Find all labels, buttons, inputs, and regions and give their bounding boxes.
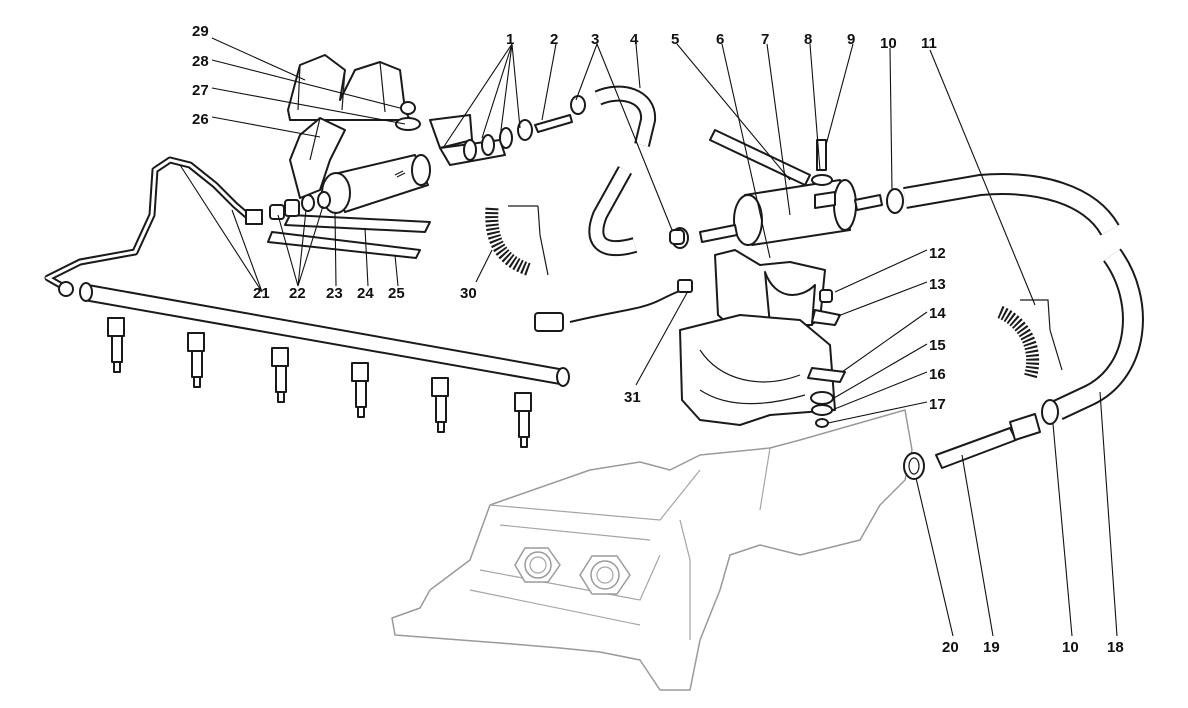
label-16: 16	[929, 366, 946, 383]
label-31: 31	[624, 389, 641, 406]
label-19: 19	[983, 639, 1000, 656]
fuel-pump	[671, 129, 883, 249]
callout-labels: 29 28 27 26 1 2 3 4 5 6 7 8 9 10 11 12 1…	[192, 23, 1124, 656]
label-1: 1	[506, 31, 514, 48]
tank-port-right	[579, 555, 631, 595]
injector-1	[107, 317, 125, 373]
label-20: 20	[942, 639, 959, 656]
clamp-3	[669, 229, 685, 245]
label-14: 14	[929, 305, 946, 322]
label-24: 24	[357, 285, 374, 302]
injector-6	[514, 392, 532, 448]
label-4: 4	[630, 31, 639, 48]
label-27: 27	[192, 82, 209, 99]
label-30: 30	[460, 285, 477, 302]
label-18: 18	[1107, 639, 1124, 656]
fuel-rail	[79, 282, 570, 387]
label-2: 2	[550, 31, 558, 48]
label-7: 7	[761, 31, 769, 48]
fittings-22	[269, 191, 331, 220]
injector-4	[351, 362, 369, 418]
outlet-pipe-19	[935, 413, 1041, 469]
label-29: 29	[192, 23, 209, 40]
fuel-tank	[391, 409, 913, 691]
corrugated-hose-30	[485, 205, 549, 277]
label-26: 26	[192, 111, 209, 128]
filter-bracket-24	[284, 214, 431, 233]
label-23: 23	[326, 285, 343, 302]
label-11: 11	[921, 35, 937, 52]
label-6: 6	[716, 31, 724, 48]
filter-strap-25	[267, 231, 421, 259]
label-8: 8	[804, 31, 812, 48]
label-25: 25	[388, 285, 405, 302]
pump-mount	[679, 249, 846, 428]
leader-lines	[179, 37, 1118, 637]
label-28: 28	[192, 53, 209, 70]
seal-20	[903, 452, 925, 480]
bracket-29	[287, 54, 411, 121]
label-9: 9	[847, 31, 855, 48]
tank-port-left	[514, 547, 561, 583]
injector-3	[271, 347, 289, 403]
fuel-filter	[321, 154, 431, 214]
fuel-hose-18	[886, 173, 1144, 425]
label-15: 15	[929, 337, 946, 354]
label-21: 21	[253, 285, 270, 302]
label-12: 12	[929, 245, 946, 262]
fuel-hose-21	[44, 156, 263, 297]
label-3: 3	[591, 31, 599, 48]
injector-2	[187, 332, 205, 388]
label-13: 13	[929, 276, 946, 293]
fuel-hose-4	[588, 85, 656, 257]
pressure-regulator	[429, 95, 586, 166]
label-17: 17	[929, 396, 946, 413]
label-22: 22	[289, 285, 306, 302]
bracket-26	[289, 117, 346, 199]
wire-harness-31	[534, 279, 693, 332]
injector-5	[431, 377, 449, 433]
washer-27-28	[395, 101, 421, 131]
label-10-top: 10	[880, 35, 897, 52]
label-10-bottom: 10	[1062, 639, 1079, 656]
corrugated-hose-11	[997, 299, 1063, 380]
label-5: 5	[671, 31, 679, 48]
